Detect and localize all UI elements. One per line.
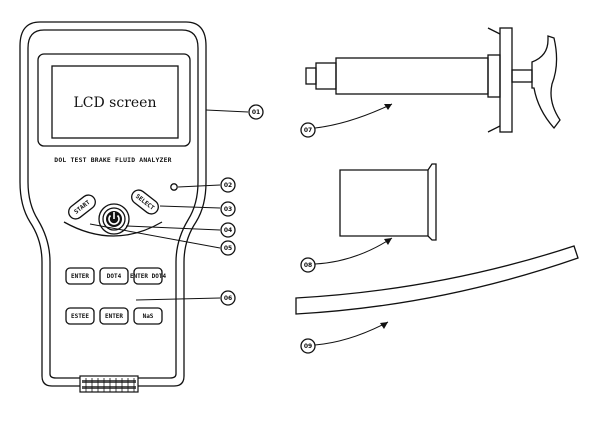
lcd-screen-label: LCD screen (74, 95, 157, 111)
svg-text:05: 05 (224, 245, 232, 252)
keypad: ENTER DOT4 ENTER DOT4 ESTEE ENTER NaS (65, 267, 167, 325)
svg-text:06: 06 (224, 295, 232, 302)
svg-text:NaS: NaS (143, 313, 154, 320)
syringe-nozzle (315, 62, 337, 90)
syringe-collar (487, 54, 501, 98)
keypad-key[interactable]: ENTER DOT4 (130, 267, 167, 285)
svg-text:04: 04 (224, 227, 232, 234)
svg-text:03: 03 (224, 206, 232, 213)
device-inner-casing (27, 29, 199, 379)
keypad-key[interactable]: DOT4 (99, 267, 129, 285)
callout-04: 04 (125, 222, 236, 238)
keypad-key[interactable]: ESTEE (65, 307, 95, 325)
syringe-flange-ears (487, 27, 501, 133)
callout-09: 09 (300, 321, 389, 354)
device-outer-casing (19, 21, 207, 387)
select-button[interactable]: SELECT (129, 187, 161, 217)
callout-02: 02 (177, 177, 236, 193)
analyzer-device: LCD screen DOL TEST BRAKE FLUID ANALYZER… (19, 21, 207, 393)
callout-08: 08 (300, 237, 393, 273)
svg-text:ESTEE: ESTEE (71, 313, 89, 320)
power-button[interactable] (98, 203, 130, 235)
probe-connector (79, 375, 139, 393)
syringe-barrel (335, 57, 489, 95)
callout-06: 06 (135, 290, 236, 306)
svg-text:09: 09 (304, 343, 312, 350)
svg-text:08: 08 (304, 262, 312, 269)
sample-tube (295, 245, 579, 315)
svg-text:START: START (73, 199, 92, 216)
callout-05: 05 (89, 223, 236, 256)
device-title: DOL TEST BRAKE FLUID ANALYZER (54, 156, 171, 164)
callout-07: 07 (300, 103, 393, 138)
lcd-screen (51, 65, 179, 139)
syringe-flange (499, 27, 513, 133)
syringe-plunger-rod (511, 69, 533, 83)
keypad-key[interactable]: ENTER (99, 307, 129, 325)
lcd-bezel (37, 53, 191, 147)
sample-tube-body (295, 245, 579, 315)
svg-text:ENTER DOT4: ENTER DOT4 (130, 273, 167, 280)
syringe-tip (305, 67, 317, 85)
svg-text:ENTER: ENTER (71, 273, 89, 280)
svg-text:07: 07 (304, 127, 312, 134)
keypad-key[interactable]: ENTER (65, 267, 95, 285)
svg-text:DOT4: DOT4 (107, 273, 122, 280)
svg-text:ENTER: ENTER (105, 313, 123, 320)
start-button[interactable]: START (66, 192, 98, 222)
svg-text:01: 01 (252, 109, 260, 116)
callout-01: 01 (205, 104, 264, 120)
syringe-plunger-handle (531, 35, 561, 130)
sample-cup (339, 163, 437, 241)
callout-03: 03 (159, 201, 236, 217)
indicator-led (170, 183, 178, 191)
svg-text:02: 02 (224, 182, 232, 189)
keypad-key[interactable]: NaS (133, 307, 163, 325)
power-icon (108, 212, 120, 225)
svg-text:SELECT: SELECT (134, 193, 156, 212)
syringe (305, 27, 561, 133)
sample-cup-body (339, 163, 437, 241)
